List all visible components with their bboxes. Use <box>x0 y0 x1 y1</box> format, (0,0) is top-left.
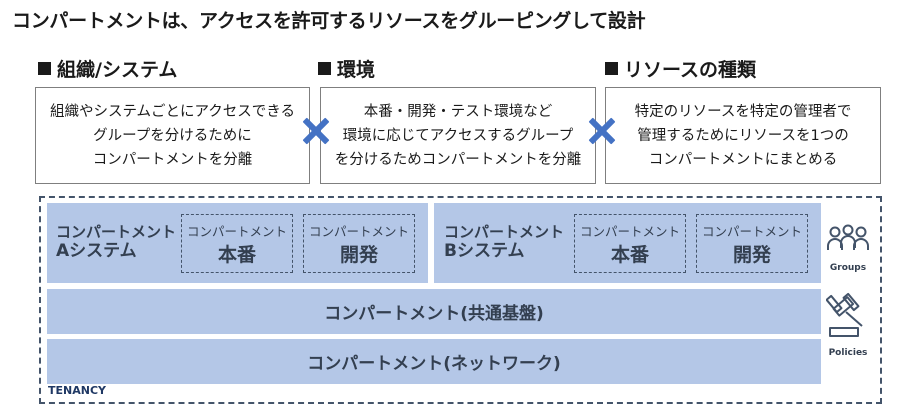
section-heading-resource-type: リソースの種類 <box>605 55 756 82</box>
system-a-title-line2: Aシステム <box>56 241 137 261</box>
compartment-b-development: コンパートメント 開発 <box>696 214 808 273</box>
description-line: 管理するためにリソースを1つの <box>637 127 849 144</box>
sub-compartment-name: 開発 <box>732 243 771 266</box>
compartment-a-development: コンパートメント 開発 <box>303 214 415 273</box>
section-heading-organization: 組織/システム <box>38 55 177 82</box>
cross-icon <box>302 118 328 144</box>
square-bullet-icon <box>605 62 618 75</box>
system-a-title: コンパートメント Aシステム <box>56 223 176 261</box>
page-title: コンパートメントは、アクセスを許可するリソースをグルーピングして設計 <box>12 10 646 32</box>
sub-compartment-name: 本番 <box>217 243 256 266</box>
description-line: 特定のリソースを特定の管理者で <box>634 103 852 120</box>
compartment-b-production: コンパートメント 本番 <box>574 214 686 273</box>
groups-icon <box>827 224 869 250</box>
description-box-organization: 組織やシステムごとにアクセスできる グループを分けるために コンパートメントを分… <box>35 87 310 184</box>
square-bullet-icon <box>38 62 51 75</box>
description-line: を分けるためコンパートメントを分離 <box>334 151 582 168</box>
description-line: コンパートメントにまとめる <box>648 151 838 168</box>
sub-compartment-label: コンパートメント <box>308 223 409 239</box>
compartment-a-production: コンパートメント 本番 <box>181 214 293 273</box>
description-line: 組織やシステムごとにアクセスできる <box>49 103 296 120</box>
compartment-system-a <box>47 203 428 283</box>
cross-icon <box>588 118 614 144</box>
system-b-title-line2: Bシステム <box>444 241 525 261</box>
system-b-title: コンパートメント Bシステム <box>444 223 564 261</box>
policies-gavel-icon <box>826 292 863 337</box>
description-line: グループを分けるために <box>93 127 252 144</box>
description-line: 環境に応じてアクセスするグループ <box>342 127 574 144</box>
section-heading-text: 組織/システム <box>57 59 178 81</box>
groups-label: Groups <box>829 263 867 273</box>
sub-compartment-name: 開発 <box>339 243 378 266</box>
section-heading-text: 環境 <box>337 59 376 81</box>
policies-label: Policies <box>828 348 868 358</box>
section-heading-environment: 環境 <box>318 55 375 82</box>
tenancy-boundary <box>39 196 882 404</box>
system-b-title-line1: コンパートメント <box>444 223 565 241</box>
sub-compartment-label: コンパートメント <box>186 223 287 239</box>
description-line: コンパートメントを分離 <box>92 151 253 168</box>
description-box-environment: 本番・開発・テスト環境など 環境に応じてアクセスするグループ を分けるためコンパ… <box>320 87 596 184</box>
sub-compartment-label: コンパートメント <box>579 223 680 239</box>
description-line: 本番・開発・テスト環境など <box>363 103 553 120</box>
square-bullet-icon <box>318 62 331 75</box>
compartment-network: コンパートメント(ネットワーク) <box>47 339 821 384</box>
compartment-system-b <box>434 203 821 283</box>
sub-compartment-name: 本番 <box>610 243 649 266</box>
compartment-shared-infrastructure: コンパートメント(共通基盤) <box>47 289 821 334</box>
sub-compartment-label: コンパートメント <box>701 223 802 239</box>
description-box-resource-type: 特定のリソースを特定の管理者で 管理するためにリソースを1つの コンパートメント… <box>605 87 881 184</box>
system-a-title-line1: コンパートメント <box>56 223 177 241</box>
tenancy-label: TENANCY <box>48 384 106 397</box>
section-heading-text: リソースの種類 <box>624 59 757 81</box>
